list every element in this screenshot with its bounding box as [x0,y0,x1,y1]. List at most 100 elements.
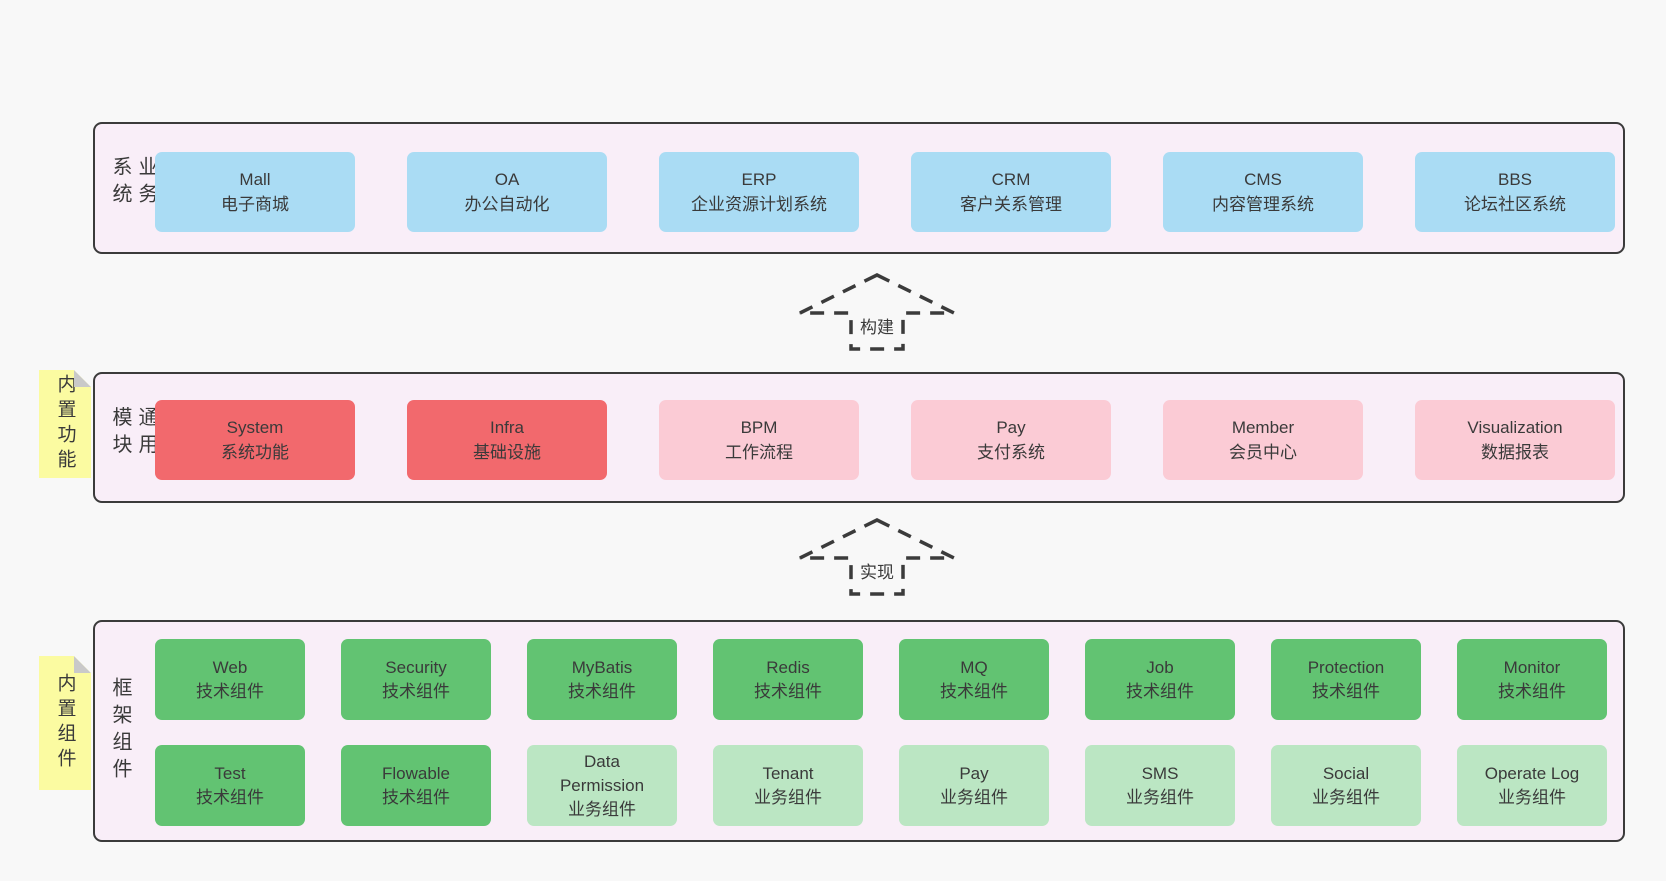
arrow-build: 构建 [797,272,957,352]
components-row-2: Test 技术组件 Flowable 技术组件 Data Permission … [155,745,1607,826]
box-title: Tenant [762,763,814,783]
band-business-systems: 业务系统 Mall 电子商城 OA 办公自动化 ERP 企业资源计划系统 CRM… [93,122,1625,254]
box-web: Web 技术组件 [155,639,305,720]
box-title: Infra [489,418,525,437]
box-title: Flowable [381,763,451,783]
box-redis: Redis 技术组件 [713,639,863,720]
box-system: System 系统功能 [155,400,355,480]
box-crm: CRM 客户关系管理 [911,152,1111,232]
arrow-build-label: 构建 [856,312,898,339]
box-subtitle: 技术组件 [196,787,264,807]
box-protection: Protection 技术组件 [1271,639,1421,720]
note-text: 内置组件 [54,673,76,773]
box-title: Protection [1307,657,1385,677]
box-title: Operate Log [1484,763,1580,783]
box-test: Test 技术组件 [155,745,305,826]
box-title: System [226,418,284,437]
up-arrow-icon [799,273,955,351]
box-subtitle: 技术组件 [196,681,264,701]
box-subtitle: 技术组件 [1312,681,1380,701]
box-subtitle: 办公自动化 [464,195,550,214]
folded-corner-icon [74,656,91,673]
box-sms: SMS 业务组件 [1085,745,1235,826]
arrow-implement: 实现 [797,517,957,597]
box-title: Mall [239,170,271,189]
box-subtitle: 论坛社区系统 [1464,195,1566,214]
box-oa: OA 办公自动化 [407,152,607,232]
box-subtitle: 业务组件 [754,787,822,807]
box-tenant: Tenant 业务组件 [713,745,863,826]
folded-corner-icon [74,370,91,387]
box-member: Member 会员中心 [1163,400,1363,480]
box-bpm: BPM 工作流程 [659,400,859,480]
box-title: ERP [741,170,777,189]
box-subtitle: 数据报表 [1481,443,1549,462]
box-subtitle: 技术组件 [382,787,450,807]
arrow-implement-label: 实现 [856,557,898,584]
box-social: Social 业务组件 [1271,745,1421,826]
box-title: MyBatis [571,657,633,677]
band-common-modules: 通用模块 System 系统功能 Infra 基础设施 BPM 工作流程 Pay… [93,372,1625,503]
box-title: Monitor [1503,657,1561,677]
box-subtitle: 业务组件 [940,787,1008,807]
box-subtitle: 业务组件 [1126,787,1194,807]
box-subtitle: 会员中心 [1229,443,1297,462]
band-components-label: 框架组件 [109,677,131,785]
box-subtitle: 电子商城 [221,195,289,214]
box-mq: MQ 技术组件 [899,639,1049,720]
box-subtitle: 系统功能 [221,443,289,462]
box-security: Security 技术组件 [341,639,491,720]
box-title: OA [494,170,520,189]
box-subtitle: 客户关系管理 [960,195,1062,214]
box-visualization: Visualization 数据报表 [1415,400,1615,480]
box-title: Pay [996,418,1026,437]
box-title: Redis [766,657,810,677]
box-subtitle: 工作流程 [725,443,793,462]
band-modules-label: 通用模块 [109,405,157,460]
box-subtitle: 内容管理系统 [1212,195,1314,214]
box-title: Social [1322,763,1370,783]
box-operate-log: Operate Log 业务组件 [1457,745,1607,826]
box-title: Security [385,657,447,677]
box-mybatis: MyBatis 技术组件 [527,639,677,720]
box-mall: Mall 电子商城 [155,152,355,232]
box-title: CRM [991,170,1031,189]
box-title: CMS [1244,170,1282,189]
box-cms: CMS 内容管理系统 [1163,152,1363,232]
box-pay-component: Pay 业务组件 [899,745,1049,826]
box-subtitle: 企业资源计划系统 [691,195,827,214]
box-title: Job [1146,657,1174,677]
box-title: Member [1231,418,1295,437]
box-data-permission: Data Permission 业务组件 [527,745,677,826]
band-business-label: 业务系统 [109,156,157,210]
box-subtitle: 技术组件 [568,681,636,701]
box-erp: ERP 企业资源计划系统 [659,152,859,232]
box-title: SMS [1141,763,1179,783]
box-subtitle: 支付系统 [977,443,1045,462]
business-boxes-row: Mall 电子商城 OA 办公自动化 ERP 企业资源计划系统 CRM 客户关系… [155,152,1615,232]
box-bbs: BBS 论坛社区系统 [1415,152,1615,232]
box-job: Job 技术组件 [1085,639,1235,720]
box-subtitle: 技术组件 [940,681,1008,701]
box-title: Visualization [1467,418,1563,437]
box-title: Test [214,763,246,783]
sticky-note-builtin-features: 内置功能 [39,370,91,478]
box-title: BPM [740,418,778,437]
box-title: Data Permission [559,751,645,795]
box-title: Pay [959,763,989,783]
box-subtitle: 技术组件 [1126,681,1194,701]
box-subtitle: 技术组件 [382,681,450,701]
sticky-note-builtin-components: 内置组件 [39,656,91,790]
box-subtitle: 技术组件 [754,681,822,701]
band-framework-components: 框架组件 Web 技术组件 Security 技术组件 MyBatis 技术组件… [93,620,1625,842]
box-flowable: Flowable 技术组件 [341,745,491,826]
box-title: Web [212,657,248,677]
note-text: 内置功能 [54,374,76,474]
box-subtitle: 基础设施 [473,443,541,462]
box-title: MQ [960,657,988,677]
box-pay-module: Pay 支付系统 [911,400,1111,480]
box-monitor: Monitor 技术组件 [1457,639,1607,720]
box-title: BBS [1497,170,1533,189]
box-subtitle: 业务组件 [568,799,636,819]
